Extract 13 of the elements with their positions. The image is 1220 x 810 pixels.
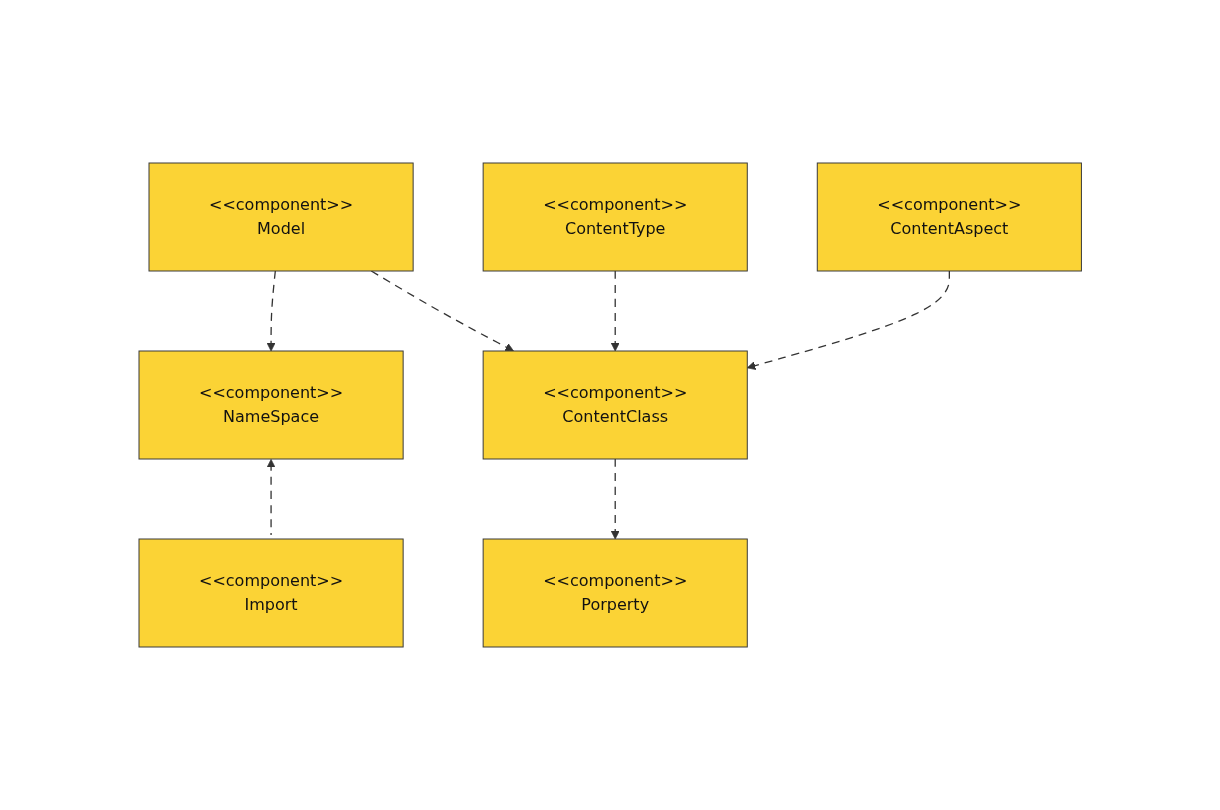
arrow bbox=[266, 459, 276, 536]
arrow bbox=[610, 270, 620, 352]
arrow bbox=[746, 270, 950, 370]
arrow bbox=[370, 270, 514, 352]
node-box: <<component>> NameSpace bbox=[138, 350, 404, 460]
node-box: <<component>> ContentType bbox=[482, 162, 748, 272]
arrow bbox=[266, 270, 276, 352]
node-box: <<component>> ContentAspect bbox=[816, 162, 1082, 272]
node-box: <<component>> Model bbox=[148, 162, 414, 272]
node-box: <<component>> Porperty bbox=[482, 538, 748, 648]
node-box: <<component>> ContentClass bbox=[482, 350, 748, 460]
node-box: <<component>> Import bbox=[138, 538, 404, 648]
arrow bbox=[610, 458, 620, 540]
